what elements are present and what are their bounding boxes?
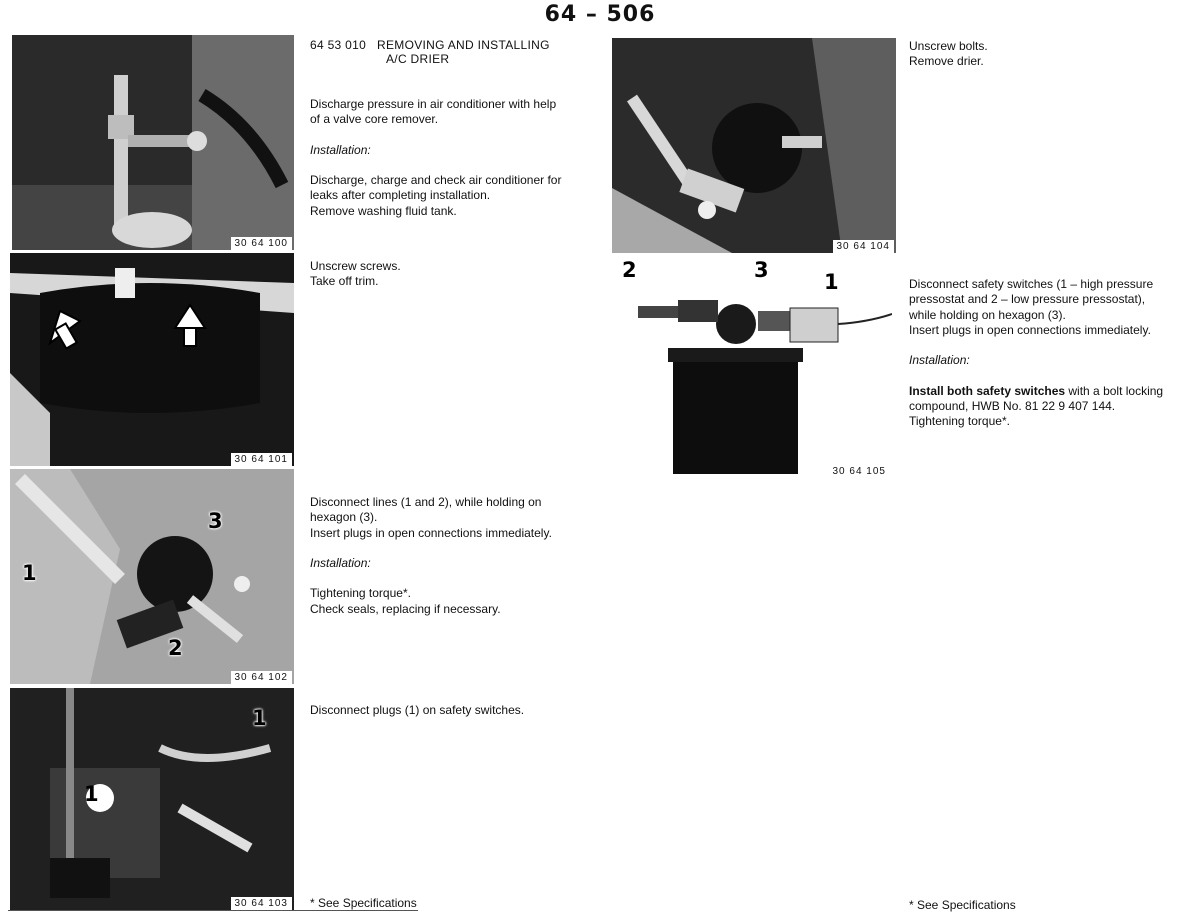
photo-figure-100: 30 64 100 <box>12 35 294 250</box>
callout-3: 3 <box>754 258 769 282</box>
step-4-text: Disconnect plugs (1) on safety switches. <box>310 703 525 717</box>
step-6-installation-text: Install both safety switches with a bolt… <box>909 384 1194 430</box>
step-6-instruction: Disconnect safety switches (1 – high pre… <box>909 277 1154 337</box>
figure-caption: 30 64 100 <box>230 237 292 250</box>
step-1-text: Discharge pressure in air conditioner wi… <box>310 82 600 234</box>
photo-figure-103-illustration <box>10 688 294 910</box>
section-title-line2: A/C DRIER <box>386 52 450 66</box>
step-1-installation-text: Discharge, charge and check air conditio… <box>310 173 562 218</box>
photo-figure-101-illustration <box>10 253 294 466</box>
photo-figure-103: 1 1 30 64 103 <box>10 688 294 910</box>
bottom-rule <box>8 910 418 911</box>
photo-figure-104-illustration <box>612 38 896 253</box>
callout-3: 3 <box>208 509 223 533</box>
step-3-instruction: Disconnect lines (1 and 2), while holdin… <box>310 495 552 540</box>
section-code: 64 53 010 <box>310 38 367 52</box>
footnote-right: * See Specifications <box>909 898 1016 912</box>
photo-figure-104: 30 64 104 <box>612 38 896 253</box>
step-5-text: Unscrew bolts. Remove drier. <box>909 39 988 69</box>
figure-caption: 30 64 102 <box>230 671 292 684</box>
section-heading: 64 53 010 REMOVING AND INSTALLING A/C DR… <box>310 38 550 66</box>
step-1-instruction: Discharge pressure in air conditioner wi… <box>310 97 557 127</box>
photo-figure-105: 2 3 1 30 64 105 <box>618 256 892 478</box>
page-number: 64 – 506 <box>544 2 656 27</box>
section-title-line1: REMOVING AND INSTALLING <box>377 38 550 52</box>
step-3-installation-label: Installation: <box>310 556 371 571</box>
figure-caption: 30 64 101 <box>230 453 292 466</box>
footnote-left: * See Specifications <box>310 896 417 910</box>
step-3-installation-text: Tightening torque*. Check seals, replaci… <box>310 586 501 616</box>
callout-1: 1 <box>252 706 267 730</box>
figure-caption: 30 64 103 <box>230 897 292 910</box>
step-6-rest-text: with a bolt locking compound, HWB No. 81… <box>909 383 1164 429</box>
step-6-bold-text: Install both safety switches <box>909 383 1066 398</box>
step-3-text: Disconnect lines (1 and 2), while holdin… <box>310 480 600 632</box>
photo-figure-100-illustration <box>12 35 294 250</box>
photo-figure-105-illustration <box>618 256 892 478</box>
step-2-text: Unscrew screws. Take off trim. <box>310 259 401 289</box>
photo-figure-102-illustration <box>10 469 294 684</box>
callout-1: 1 <box>84 782 99 806</box>
step-1-installation-label: Installation: <box>310 142 371 157</box>
callout-2: 2 <box>168 636 183 660</box>
callout-2: 2 <box>622 258 637 282</box>
photo-figure-102: 1 3 2 30 64 102 <box>10 469 294 684</box>
photo-figure-101: 30 64 101 <box>10 253 294 466</box>
figure-caption: 30 64 104 <box>832 240 894 253</box>
figure-caption: 30 64 105 <box>828 465 890 478</box>
step-6-installation-label: Installation: <box>909 353 970 368</box>
step-6-text: Disconnect safety switches (1 – high pre… <box>909 262 1194 444</box>
callout-1: 1 <box>824 270 839 294</box>
callout-1: 1 <box>22 561 37 585</box>
